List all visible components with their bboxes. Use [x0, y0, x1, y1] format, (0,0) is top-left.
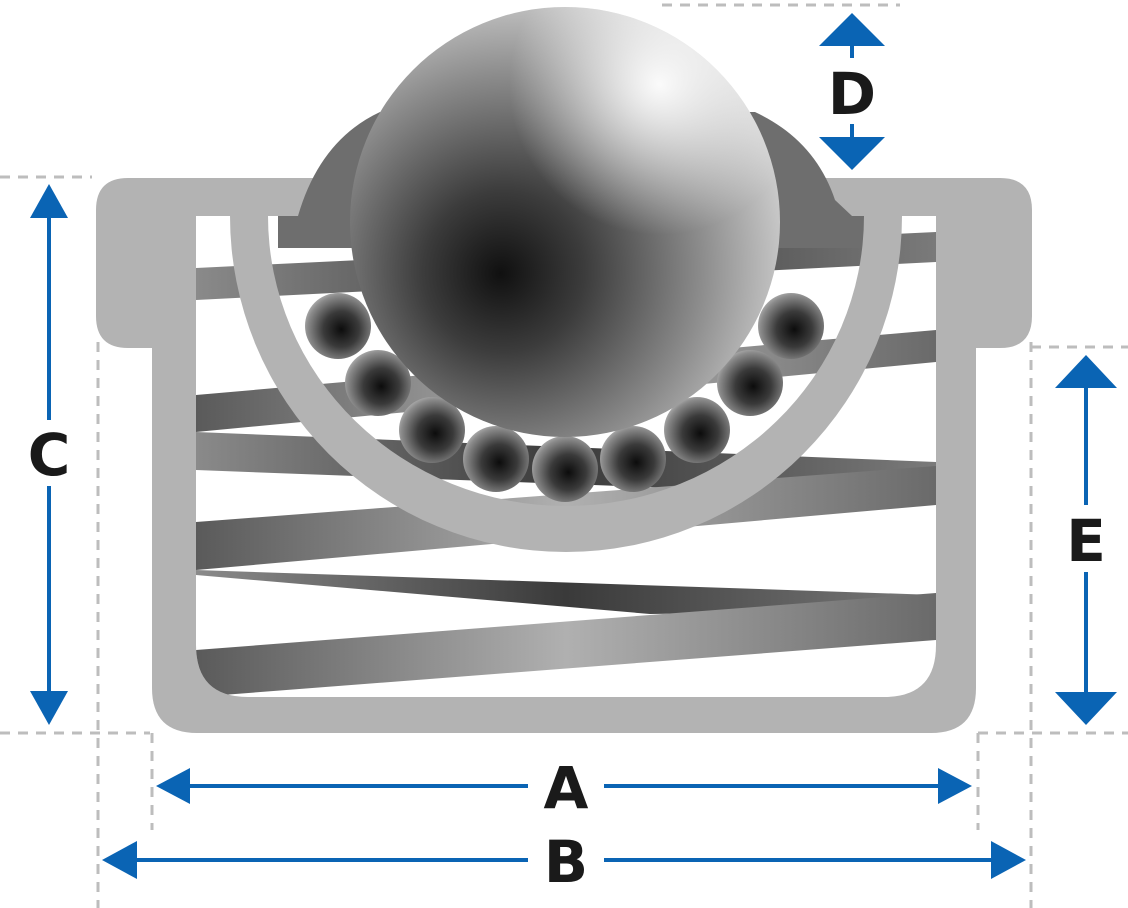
- dimension-b: B: [102, 828, 1026, 896]
- dimension-d-arrow-up: [819, 13, 885, 46]
- bearing-race: [230, 216, 902, 552]
- extension-lines: [0, 3, 1128, 908]
- spring-coil-5: [196, 570, 936, 614]
- support-ball: [463, 426, 529, 492]
- dimension-e: E: [1055, 355, 1117, 725]
- label-d: D: [828, 60, 876, 128]
- dimension-b-arrow-right: [991, 841, 1026, 879]
- label-a: A: [544, 754, 589, 822]
- support-ball: [345, 350, 411, 416]
- support-balls: [305, 293, 824, 502]
- dimension-a-arrow-left: [156, 768, 190, 804]
- support-ball: [532, 436, 598, 502]
- support-ball: [399, 397, 465, 463]
- dimension-c-arrow-down: [30, 691, 68, 725]
- dimension-b-arrow-left: [102, 841, 137, 879]
- label-b: B: [544, 828, 588, 896]
- dimension-a: A: [156, 754, 972, 822]
- dimension-d-arrow-down: [819, 137, 885, 170]
- label-c: C: [28, 421, 71, 489]
- support-ball: [664, 397, 730, 463]
- dimension-c-arrow-up: [30, 184, 68, 218]
- dimension-arrows: A B C D: [28, 13, 1117, 896]
- dimension-d: D: [819, 13, 885, 170]
- dimension-c: C: [28, 184, 71, 725]
- support-ball: [600, 426, 666, 492]
- dimension-a-arrow-right: [938, 768, 972, 804]
- dimension-e-arrow-up: [1055, 355, 1117, 388]
- dimension-e-arrow-down: [1055, 692, 1117, 725]
- support-ball: [305, 293, 371, 359]
- support-ball: [717, 350, 783, 416]
- spring-coil-6: [196, 593, 936, 697]
- support-ball: [758, 293, 824, 359]
- main-ball: [350, 7, 780, 437]
- label-e: E: [1066, 507, 1106, 575]
